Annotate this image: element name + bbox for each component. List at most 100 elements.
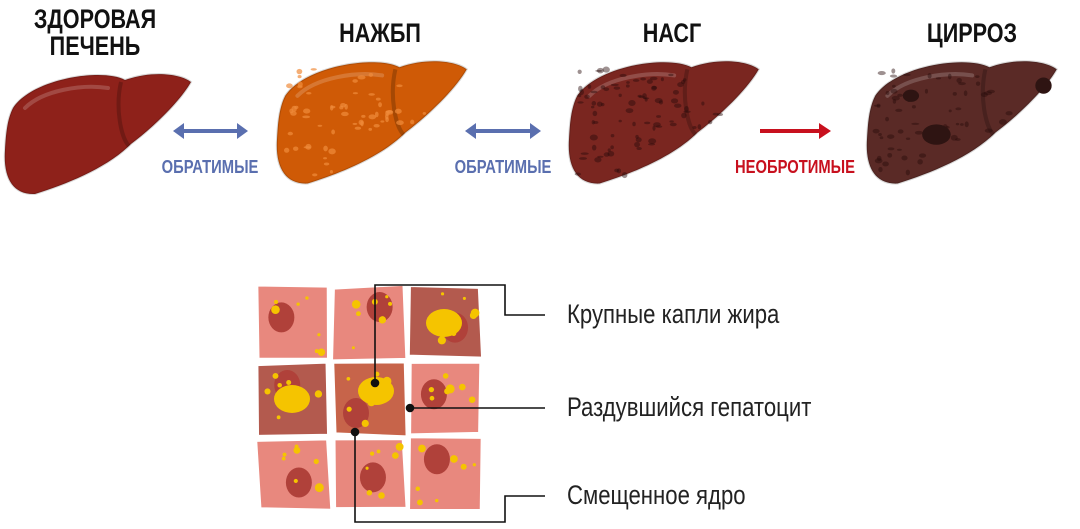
small-fat-droplet — [272, 372, 279, 379]
texture-spot — [683, 110, 691, 113]
small-fat-droplet — [415, 486, 421, 492]
texture-spot — [975, 81, 981, 86]
texture-spot — [368, 93, 375, 96]
texture-spot — [644, 97, 648, 102]
texture-spot — [385, 110, 393, 114]
texture-spot — [986, 89, 996, 94]
hepatocyte-cell — [408, 436, 483, 512]
texture-spot — [607, 148, 611, 152]
small-fat-droplet — [428, 386, 435, 393]
texture-spot — [646, 79, 653, 84]
texture-spot — [579, 89, 585, 96]
texture-spot — [935, 77, 941, 80]
texture-spot — [877, 71, 886, 76]
hepatocyte-cell — [409, 361, 482, 436]
texture-spot — [578, 85, 583, 92]
small-fat-droplet — [442, 373, 449, 379]
nucleus — [285, 467, 312, 498]
stage-title-nafld: НАЖБП — [339, 18, 421, 48]
hepatocyte-cell — [256, 361, 330, 437]
texture-spot — [597, 155, 604, 158]
small-fat-droplet — [366, 389, 373, 395]
texture-spot — [952, 92, 957, 96]
texture-spot — [614, 168, 620, 173]
texture-spot — [956, 77, 962, 84]
texture-spot — [947, 73, 952, 80]
texture-spot — [584, 94, 590, 99]
texture-spot — [897, 93, 903, 97]
texture-spot — [354, 126, 362, 130]
small-fat-droplet — [378, 492, 385, 499]
texture-spot — [396, 120, 404, 126]
texture-spot — [628, 99, 636, 107]
texture-spot — [580, 152, 589, 155]
texture-spot — [897, 129, 904, 134]
texture-spot — [887, 147, 895, 151]
texture-spot — [341, 111, 349, 117]
texture-spot — [901, 155, 908, 161]
small-fat-droplet — [365, 466, 369, 470]
texture-spot — [591, 144, 597, 151]
small-fat-droplet — [300, 395, 308, 403]
texture-spot — [410, 119, 415, 125]
small-fat-droplet — [317, 348, 326, 356]
texture-spot — [648, 138, 657, 144]
texture-spot — [882, 161, 889, 167]
small-fat-droplet — [366, 489, 373, 496]
texture-spot — [297, 74, 302, 79]
small-fat-droplet — [395, 442, 404, 451]
small-fat-droplet — [435, 498, 439, 503]
texture-spot — [352, 92, 358, 95]
right-arrow-icon — [760, 123, 831, 139]
texture-spot — [876, 155, 882, 161]
texture-spot — [590, 105, 595, 109]
texture-spot — [643, 97, 650, 100]
texture-spot — [361, 114, 366, 118]
small-fat-droplet — [451, 330, 457, 337]
texture-spot — [596, 101, 603, 107]
texture-spot — [642, 93, 647, 99]
transition-label-1: ОБРАТИМЫЕ — [161, 157, 259, 177]
small-fat-droplet — [264, 388, 271, 395]
texture-spot — [640, 77, 646, 81]
small-fat-droplet — [439, 312, 444, 316]
texture-spot — [357, 75, 366, 80]
texture-spot — [610, 134, 615, 138]
small-fat-droplet — [296, 302, 300, 306]
stage-title-nash: НАСГ — [642, 18, 702, 48]
texture-spot — [911, 122, 920, 125]
texture-spot — [963, 90, 968, 97]
texture-spot — [653, 122, 661, 127]
texture-spot — [911, 105, 916, 109]
texture-spot — [873, 104, 881, 107]
texture-spot — [621, 172, 628, 179]
texture-spot — [591, 120, 595, 125]
texture-spot — [637, 94, 642, 98]
texture-spot — [297, 81, 303, 88]
texture-spot — [682, 78, 687, 82]
texture-spot — [603, 87, 610, 92]
texture-spot — [323, 145, 328, 152]
texture-spot — [283, 147, 290, 153]
texture-spot — [674, 103, 682, 108]
texture-spot — [590, 90, 598, 94]
texture-spot — [891, 68, 896, 74]
small-fat-droplet — [361, 419, 369, 428]
texture-spot — [892, 84, 896, 88]
texture-spot — [317, 124, 323, 127]
texture-spot — [955, 122, 960, 126]
texture-spot — [310, 68, 317, 71]
texture-spot — [670, 98, 679, 104]
texture-spot — [600, 102, 605, 107]
texture-spot — [303, 108, 311, 114]
texture-spot — [312, 173, 318, 177]
texture-spot — [654, 98, 663, 104]
texture-spot — [918, 153, 927, 158]
texture-spot — [876, 103, 881, 108]
stage-title-healthy: ЗДОРОВАЯ ПЕЧЕНЬ — [31, 6, 159, 60]
small-fat-droplet — [444, 388, 451, 395]
texture-spot — [887, 134, 895, 139]
texture-spot — [610, 83, 619, 87]
texture-spot — [903, 73, 911, 77]
